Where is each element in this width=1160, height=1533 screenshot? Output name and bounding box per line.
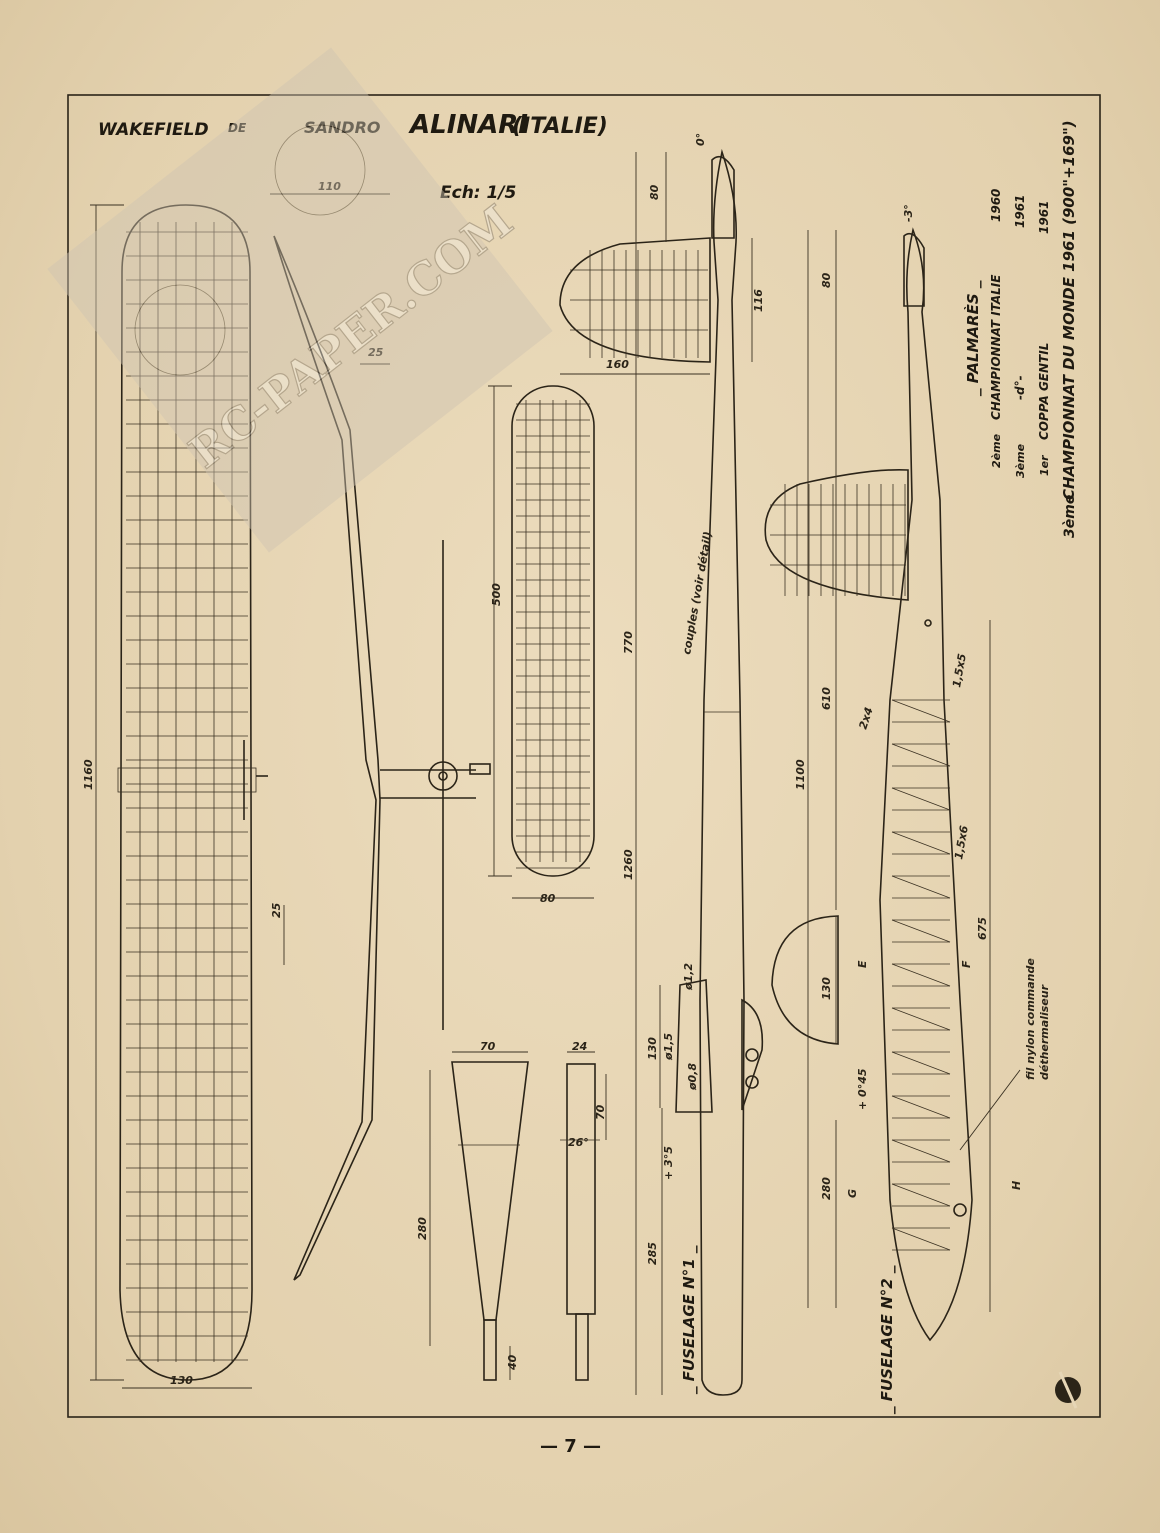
palmares-heading: _ PALMARÈS _: [963, 280, 982, 397]
dim-wing-tip: 110: [318, 180, 341, 193]
palmares-year-3: 1961: [1037, 201, 1051, 234]
palmares-event-3: COPPA GENTIL: [1037, 343, 1051, 440]
palmares-event-2: -d°-: [1013, 375, 1027, 400]
label-couples: couples (voir détail): [680, 530, 714, 655]
dim-pylon-h: 130: [646, 1037, 659, 1060]
label-nylon-1: fil nylon commande: [1024, 958, 1037, 1080]
palmares-rank-4: 3ème: [1062, 495, 1078, 538]
dim-dihedral: 25: [270, 902, 283, 918]
dim-f2-rear: 675: [976, 917, 989, 940]
dim-stab-side: 160: [606, 358, 629, 371]
dim-stringer-b: 1,5x5: [950, 652, 969, 688]
dim-f2-pylon: 130: [820, 977, 833, 1000]
section-f: F: [960, 960, 973, 968]
fuselage-1-dimensions: [560, 152, 753, 1395]
dim-inc-045: + 0°45: [856, 1068, 869, 1110]
dim-fuse-mid: 770: [622, 631, 635, 654]
dim-f2-total: 1100: [794, 759, 807, 790]
angle-minus-3: -3°: [902, 204, 915, 222]
title-country: (ITALIE): [512, 114, 608, 139]
scale-label: Ech: 1/5: [440, 183, 516, 203]
fuselage-1-view: [559, 148, 764, 1396]
label-fuselage-1: _ FUSELAGE N°1 _: [680, 1245, 698, 1395]
dim-stringer-a: 2x4: [856, 706, 875, 731]
label-nylon-2: déthermaliseur: [1038, 984, 1051, 1080]
wing-dimensions: [90, 193, 390, 1389]
dim-f2-nose: 80: [820, 272, 833, 288]
palmares-year-1: 1960: [989, 189, 1003, 222]
section-e: E: [856, 960, 869, 968]
label-fuselage-2: _ FUSELAGE N°2 _: [878, 1265, 896, 1415]
dim-prop-blade: 70: [480, 1040, 496, 1053]
stabilizer-plan-view: [511, 385, 595, 877]
palmares-event-4: CHAMPIONNAT DU MONDE 1961 (900"+169"): [1060, 120, 1078, 500]
title-de: DE: [228, 121, 247, 135]
dim-prop-side-w: 24: [572, 1040, 587, 1053]
dim-prop-side-h: 70: [594, 1104, 607, 1120]
palmares-year-2: 1961: [1013, 195, 1027, 228]
dim-prop-pitch: 26°: [568, 1136, 589, 1149]
dim-spar-gap: 25: [368, 346, 384, 359]
palmares-event-1: CHAMPIONNAT ITALIE: [989, 274, 1003, 420]
dim-f2-front: 610: [820, 687, 833, 710]
palmares-rank-2: 3ème: [1014, 443, 1027, 478]
title-name: ALINARI: [408, 110, 528, 140]
dim-stab-span: 500: [490, 583, 503, 606]
dim-nose-len: 80: [648, 184, 661, 200]
stab-dimensions: [488, 385, 594, 899]
wing-front-view: [273, 235, 491, 1281]
section-g: G: [846, 1189, 859, 1198]
plan-border: [67, 94, 1101, 1418]
wing-plan-view: [117, 204, 268, 1381]
dim-diam-08: ø0,8: [686, 1063, 699, 1091]
dim-wing-root: 130: [170, 1374, 193, 1387]
section-h: H: [1010, 1181, 1023, 1190]
dim-diam-12: ø1,2: [682, 963, 695, 991]
dim-inc-35: + 3°5: [662, 1146, 675, 1180]
dim-prop-hub: 40: [506, 1354, 519, 1371]
palmares-block: _ PALMARÈS _ 2ème CHAMPIONNAT ITALIE 196…: [963, 120, 1078, 538]
dim-stab-chord: 80: [540, 892, 556, 905]
angle-0: 0°: [694, 133, 707, 146]
prop-dimensions: [429, 1051, 607, 1380]
dim-fuse-total: 1260: [622, 849, 635, 880]
dim-prop-len: 280: [416, 1217, 429, 1240]
dim-f2-tail: 280: [820, 1177, 833, 1200]
palmares-rank-1: 2ème: [990, 433, 1003, 468]
title-prefix: WAKEFIELD: [98, 120, 209, 140]
dim-stab-height: 116: [752, 289, 765, 312]
fuselage-2-dimensions: [807, 230, 1021, 1312]
title-author: SANDRO: [304, 118, 381, 137]
dim-stringer-c: 1,5x6: [952, 824, 971, 860]
page-number: — 7 —: [540, 1436, 601, 1457]
palmares-rank-3: 1er: [1038, 455, 1051, 476]
publisher-logo: [1055, 1371, 1081, 1409]
dim-fuse-tail: 285: [646, 1242, 659, 1265]
dim-wing-span: 1160: [82, 759, 95, 790]
propeller-views: [451, 1061, 600, 1381]
dim-diam-15: ø1,5: [662, 1033, 675, 1061]
fuselage-2-view: [764, 227, 973, 1342]
